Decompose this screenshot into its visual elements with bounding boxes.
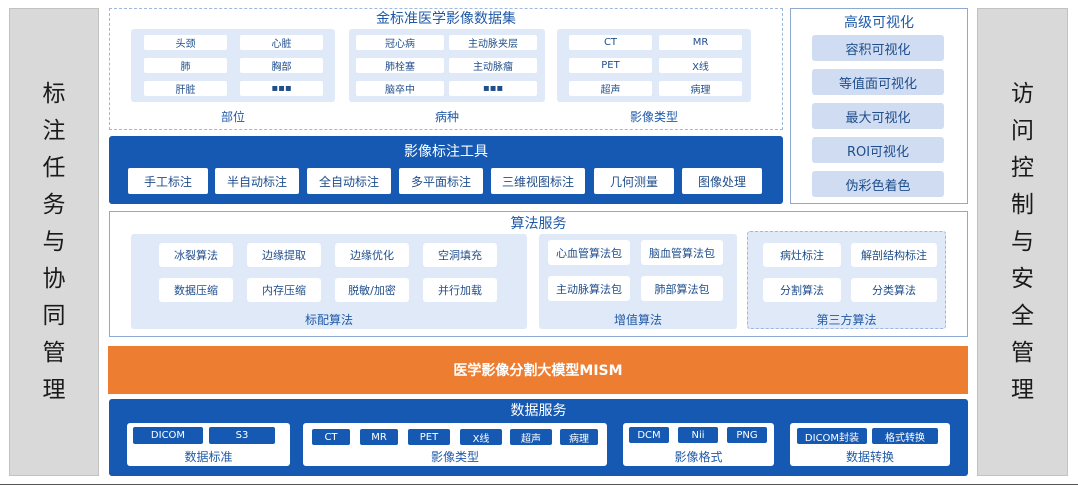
algo-item[interactable]: 内存压缩 [247,278,321,302]
side-left-label: 标 注 任 务 与 协 同 管 理 [9,8,99,476]
data-group-caption: 数据转换 [845,449,894,464]
vis-isosurface[interactable]: 等值面可视化 [812,69,944,95]
data-item: DICOM [133,427,203,444]
dataset-group-caption: 影像类型 [629,109,678,124]
side-left-char: 与 [42,228,66,255]
algo-item[interactable]: 边缘提取 [247,243,321,267]
algo-group-caption: 增值算法 [613,312,662,327]
algo-item[interactable]: 解剖结构标注 [851,243,937,267]
data-item: DICOM封装 [797,428,867,444]
dataset-item: MR [659,35,742,50]
data-group-modality [303,423,607,466]
dataset-item: 冠心病 [356,35,444,50]
algorithm-service-title: 算法服务 [510,216,567,232]
data-group-caption: 影像格式 [674,449,723,464]
side-left-char: 务 [42,191,66,218]
data-item: PET [408,429,450,445]
algo-group-caption: 第三方算法 [816,312,877,327]
data-item: 病理 [560,429,598,445]
data-item: 超声 [510,429,552,445]
data-service-title: 数据服务 [510,402,567,419]
data-item: S3 [209,427,275,444]
data-item: DCM [629,427,669,443]
algo-item[interactable]: 分割算法 [763,278,841,302]
algo-item[interactable]: 心血管算法包 [548,240,630,265]
data-item: PNG [727,427,767,443]
side-right-char: 与 [1011,228,1034,255]
dataset-item: 主动脉夹层 [449,35,537,50]
dataset-group-caption: 病种 [434,109,459,124]
algo-item[interactable]: 空洞填充 [423,243,497,267]
side-right-char: 控 [1011,154,1034,181]
algo-item[interactable]: 数据压缩 [159,278,233,302]
dataset-item: 肺栓塞 [356,58,444,73]
algo-group-caption: 标配算法 [304,312,353,327]
dataset-item: CT [569,35,652,50]
dataset-title: 金标准医学影像数据集 [376,11,516,27]
model-bar: 医学影像分割大模型MISM [108,346,968,394]
bottom-divider [0,484,1078,485]
side-left-char: 管 [42,339,66,366]
dataset-item: X线 [659,58,742,73]
algo-item[interactable]: 并行加载 [423,278,497,302]
dataset-item: 心脏 [240,35,323,50]
tool-3d-view-annotation[interactable]: 三维视图标注 [491,168,585,194]
more-icon: ▪▪▪ [449,81,537,96]
data-item: 格式转换 [872,428,938,444]
algo-item[interactable]: 脱敏/加密 [335,278,409,302]
tool-image-processing[interactable]: 图像处理 [682,168,762,194]
data-group-caption: 影像类型 [430,449,479,464]
side-right-char: 制 [1011,191,1034,218]
dataset-item: 肝脏 [144,81,227,96]
dataset-item: 脑卒中 [356,81,444,96]
tool-auto-annotation[interactable]: 全自动标注 [307,168,391,194]
data-item: Nii [678,427,718,443]
dataset-group-caption: 部位 [220,109,245,124]
dataset-item: 主动脉瘤 [449,58,537,73]
side-right-char: 访 [1011,80,1034,107]
side-right-char: 管 [1011,339,1034,366]
side-right-char: 理 [1011,376,1034,403]
vis-maximum[interactable]: 最大可视化 [812,103,944,129]
side-left-char: 理 [42,376,66,403]
more-icon: ▪▪▪ [240,81,323,96]
dataset-item: 病理 [659,81,742,96]
data-group-caption: 数据标准 [184,449,233,464]
side-left-char: 注 [42,117,66,144]
side-right-char: 全 [1011,302,1034,329]
visualization-title: 高级可视化 [844,15,914,31]
side-right-char: 问 [1011,117,1034,144]
side-right-label: 访 问 控 制 与 安 全 管 理 [977,8,1068,476]
algo-item[interactable]: 病灶标注 [763,243,841,267]
vis-pseudocolor[interactable]: 伪彩色着色 [812,171,944,197]
vis-roi[interactable]: ROI可视化 [812,137,944,163]
annotation-tools-title: 影像标注工具 [404,144,488,160]
algo-item[interactable]: 肺部算法包 [641,276,723,301]
tool-multiplanar-annotation[interactable]: 多平面标注 [399,168,483,194]
data-item: CT [312,429,350,445]
tool-manual-annotation[interactable]: 手工标注 [128,168,208,194]
dataset-item: 肺 [144,58,227,73]
side-left-char: 标 [42,80,66,107]
side-right-char: 安 [1011,265,1034,292]
tool-geometry-measure[interactable]: 几何测量 [594,168,674,194]
dataset-item: PET [569,58,652,73]
algo-item[interactable]: 边缘优化 [335,243,409,267]
data-item: MR [360,429,398,445]
dataset-item: 超声 [569,81,652,96]
side-left-char: 任 [42,154,66,181]
algo-item[interactable]: 冰裂算法 [159,243,233,267]
tool-semi-auto-annotation[interactable]: 半自动标注 [215,168,299,194]
algo-item[interactable]: 主动脉算法包 [548,276,630,301]
dataset-item: 头颈 [144,35,227,50]
vis-volume[interactable]: 容积可视化 [812,35,944,61]
side-left-char: 协 [42,265,66,292]
data-item: X线 [460,429,502,445]
algo-item[interactable]: 分类算法 [851,278,937,302]
algo-item[interactable]: 脑血管算法包 [641,240,723,265]
side-left-char: 同 [42,302,66,329]
dataset-item: 胸部 [240,58,323,73]
